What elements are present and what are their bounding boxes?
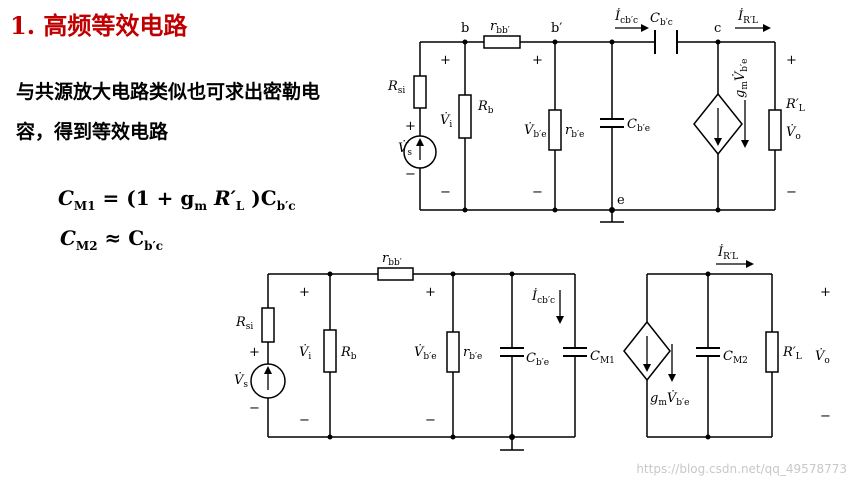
vi-plus-2: + — [299, 285, 310, 300]
rbb-label-2: rbb′ — [382, 251, 402, 268]
vs-label-1: V̇s — [398, 140, 412, 158]
node-c-label: c — [714, 21, 721, 36]
node-e-label: e — [617, 193, 625, 208]
gm-label-1: gmV̇b′e — [732, 59, 750, 98]
vo-plus-2: + — [820, 285, 831, 300]
resistor-rb-2 — [323, 329, 337, 373]
cbe-label-1: Cb′e — [627, 117, 650, 134]
vi-minus-2: − — [299, 413, 310, 428]
vo-label-1: V̇o — [786, 124, 801, 142]
vbe-plus-2: + — [425, 285, 436, 300]
vbe-plus-1: + — [532, 53, 543, 68]
resistor-rbb-1 — [483, 35, 521, 49]
circuit1-nodes — [462, 39, 721, 213]
rb-label-2: Rb — [340, 345, 357, 362]
node-b-prime-label: b′ — [551, 21, 562, 36]
vbe-label-1: V̇b′e — [524, 122, 547, 140]
circuit1-capacitors — [600, 30, 678, 128]
resistor-rbe-1 — [548, 109, 562, 151]
page-title: 1. 高频等效电路 — [10, 11, 188, 40]
rbe-label-2: rb′e — [463, 345, 482, 362]
circuit1-wires — [419, 41, 776, 223]
rb-label-1: Rb — [477, 99, 494, 116]
watermark: https://blog.csdn.net/qq_49578773 — [636, 462, 847, 476]
vbe-minus-1: − — [532, 185, 543, 200]
vs-minus-2: − — [249, 401, 260, 416]
circuit2-components — [250, 267, 779, 399]
circuit2-arrows — [267, 263, 748, 390]
cm1-label-2: CM1 — [590, 349, 615, 366]
circuit2-capacitors — [500, 347, 720, 357]
vo-label-2: V̇o — [815, 348, 830, 366]
vo-plus-1: + — [786, 53, 797, 68]
resistor-rsi-1 — [413, 75, 427, 109]
circuit1-arrowheads — [416, 24, 771, 148]
circuit1-arrows — [419, 27, 765, 160]
cbc-label-1: Cb′c — [650, 11, 673, 28]
cm2-label-2: CM2 — [723, 349, 748, 366]
resistor-rb-1 — [458, 94, 472, 139]
resistor-rbb-2 — [377, 267, 414, 281]
resistor-rbe-2 — [446, 331, 460, 373]
vs-plus-2: + — [249, 345, 260, 360]
circuit2-wires — [267, 273, 773, 451]
rbb-label-1: rbb′ — [490, 19, 510, 36]
icbc-label-2: İcb′c — [531, 287, 555, 306]
circuit1-components — [403, 35, 782, 169]
resistor-rsi-2 — [261, 307, 275, 343]
rbe-label-1: rb′e — [565, 123, 584, 140]
vbe-label-2: V̇b′e — [414, 344, 437, 362]
circuit2-nodes — [327, 271, 711, 440]
vo-minus-1: − — [786, 185, 797, 200]
vo-minus-2: − — [820, 409, 831, 424]
intro-text: 与共源放大电路类似也可求出密勒电容，得到等效电路 — [16, 81, 321, 143]
rsi-label-2: Rsi — [235, 315, 253, 332]
equation-cm2: CM2 ≈ Cb′c — [60, 226, 164, 253]
resistor-rl-1 — [768, 109, 782, 151]
node-b-label: b — [461, 21, 469, 36]
rl-label-2: R′L — [782, 345, 802, 362]
vi-label-1: V̇i — [440, 112, 452, 130]
resistor-rl-2 — [765, 331, 779, 373]
rl-label-1: R′L — [785, 97, 805, 114]
vbe-minus-2: − — [425, 413, 436, 428]
circuit2-arrowheads — [264, 260, 754, 382]
gm-label-2: gmV̇b′e — [650, 390, 689, 408]
vi-minus-1: − — [440, 185, 451, 200]
equation-cm1: CM1 = (1 + gm R′L )Cb′c — [58, 186, 296, 213]
rsi-label-1: Rsi — [387, 79, 405, 96]
vs-minus-1: − — [405, 167, 416, 182]
icbc-label-1: İcb′c — [614, 7, 638, 26]
vi-label-2: V̇i — [299, 344, 311, 362]
irl-label-2: İR′L — [717, 243, 738, 262]
vs-plus-1: + — [405, 119, 416, 134]
vs-label-2: V̇s — [234, 372, 248, 390]
vi-plus-1: + — [440, 53, 451, 68]
cbe-label-2: Cb′e — [526, 351, 549, 368]
irl-label-1: İR′L — [737, 7, 758, 26]
